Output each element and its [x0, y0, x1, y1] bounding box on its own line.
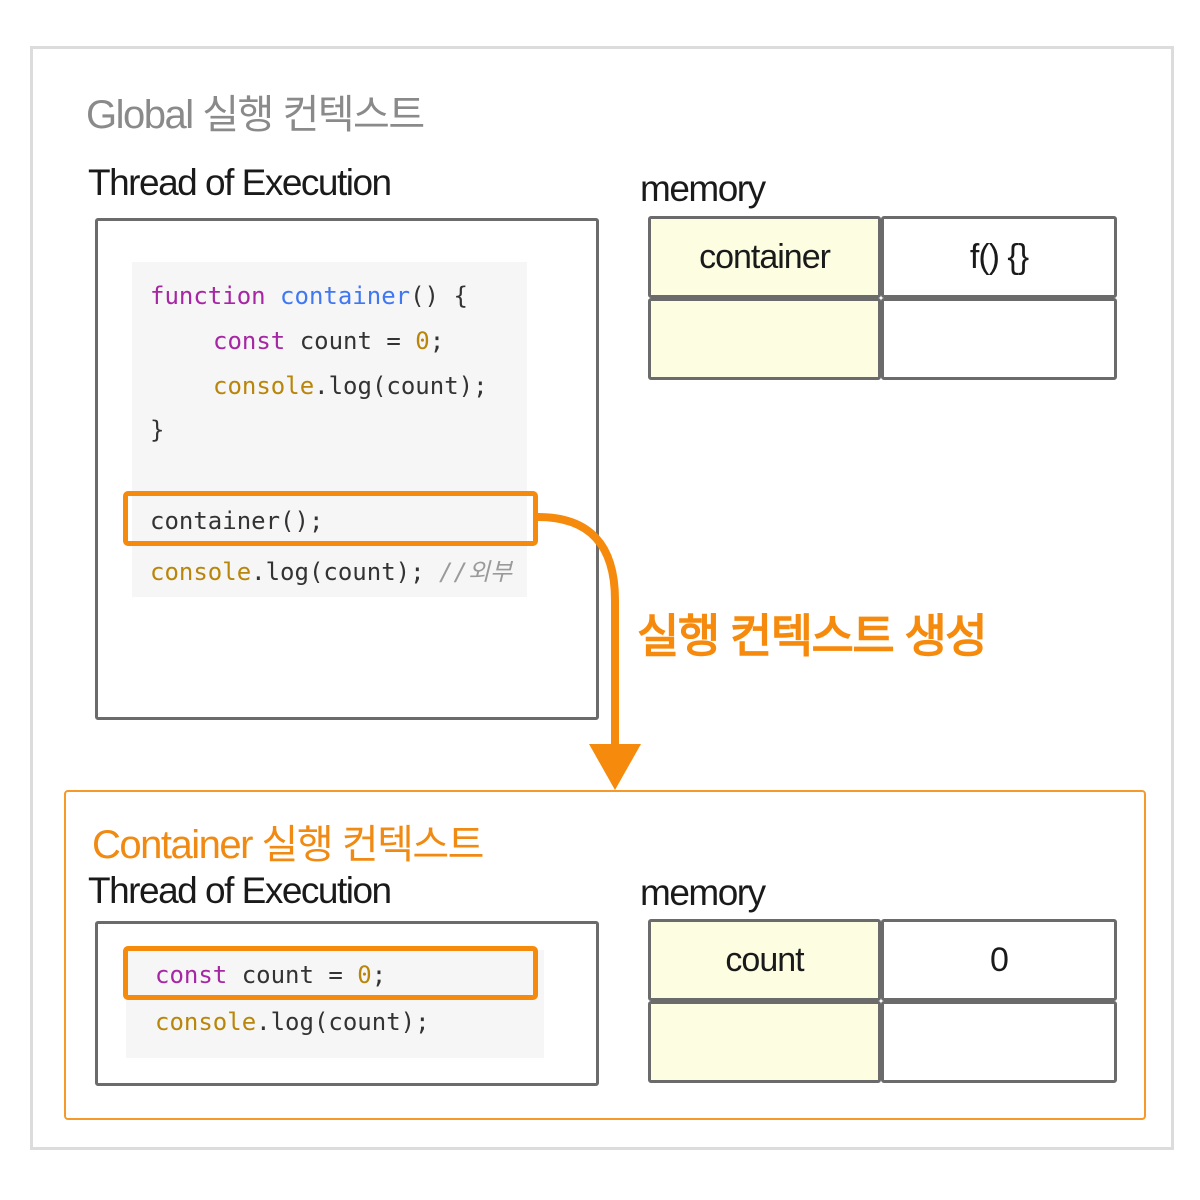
code-comment: //외부: [439, 558, 513, 586]
container-context-title: Container 실행 컨텍스트: [92, 823, 484, 867]
memory-name-cell: [648, 298, 881, 380]
code-text: count =: [285, 327, 416, 355]
global-memory-label: memory: [640, 168, 766, 209]
container-code-block: [126, 950, 544, 1058]
code-line: const count = 0;: [213, 327, 444, 355]
code-keyword: const: [155, 961, 228, 989]
code-builtin: console: [155, 1008, 257, 1036]
memory-value-cell: [881, 1001, 1117, 1083]
code-builtin: console: [150, 558, 252, 586]
code-text: }: [150, 416, 165, 444]
code-line: console.log(count); //외부: [150, 552, 527, 587]
code-number: 0: [357, 961, 372, 989]
memory-name-cell: [648, 1001, 881, 1083]
code-text: container();: [150, 507, 324, 535]
code-line: container();: [150, 507, 323, 535]
code-text: count =: [227, 961, 358, 989]
code-line: function container() {: [150, 282, 468, 310]
memory-value-cell: [881, 298, 1117, 380]
current-line-highlight-box: [123, 946, 538, 1000]
global-memory-table: container f() {}: [648, 216, 1117, 380]
code-keyword: const: [213, 327, 286, 355]
global-thread-label: Thread of Execution: [88, 162, 392, 203]
container-memory-table: count 0: [648, 919, 1117, 1083]
code-line: console.log(count);: [155, 1008, 430, 1036]
code-keyword: function: [150, 282, 266, 310]
code-line: const count = 0;: [155, 961, 386, 989]
memory-value-cell: 0: [881, 919, 1117, 1001]
code-number: 0: [415, 327, 430, 355]
global-context-title: Global 실행 컨텍스트: [86, 93, 425, 137]
code-text: .log(count);: [256, 1008, 430, 1036]
code-text: () {: [410, 282, 468, 310]
global-context-frame: [30, 46, 1174, 1150]
code-line: }: [150, 416, 164, 444]
create-context-label: 실행 컨텍스트 생성: [637, 610, 988, 662]
code-line: console.log(count);: [213, 372, 488, 400]
global-code-block: [132, 262, 527, 597]
memory-value-cell: f() {}: [881, 216, 1117, 298]
code-text: ;: [429, 327, 445, 355]
code-text: .log(count);: [251, 558, 439, 586]
code-function-name: container: [280, 282, 411, 310]
code-text: .log(count);: [314, 372, 488, 400]
container-context-frame: [64, 790, 1146, 1120]
call-highlight-box: [123, 491, 538, 546]
container-memory-label: memory: [640, 872, 766, 913]
memory-name-cell: container: [648, 216, 881, 298]
code-builtin: console: [213, 372, 315, 400]
memory-name-cell: count: [648, 919, 881, 1001]
code-text: ;: [371, 961, 387, 989]
container-thread-label: Thread of Execution: [88, 870, 392, 911]
